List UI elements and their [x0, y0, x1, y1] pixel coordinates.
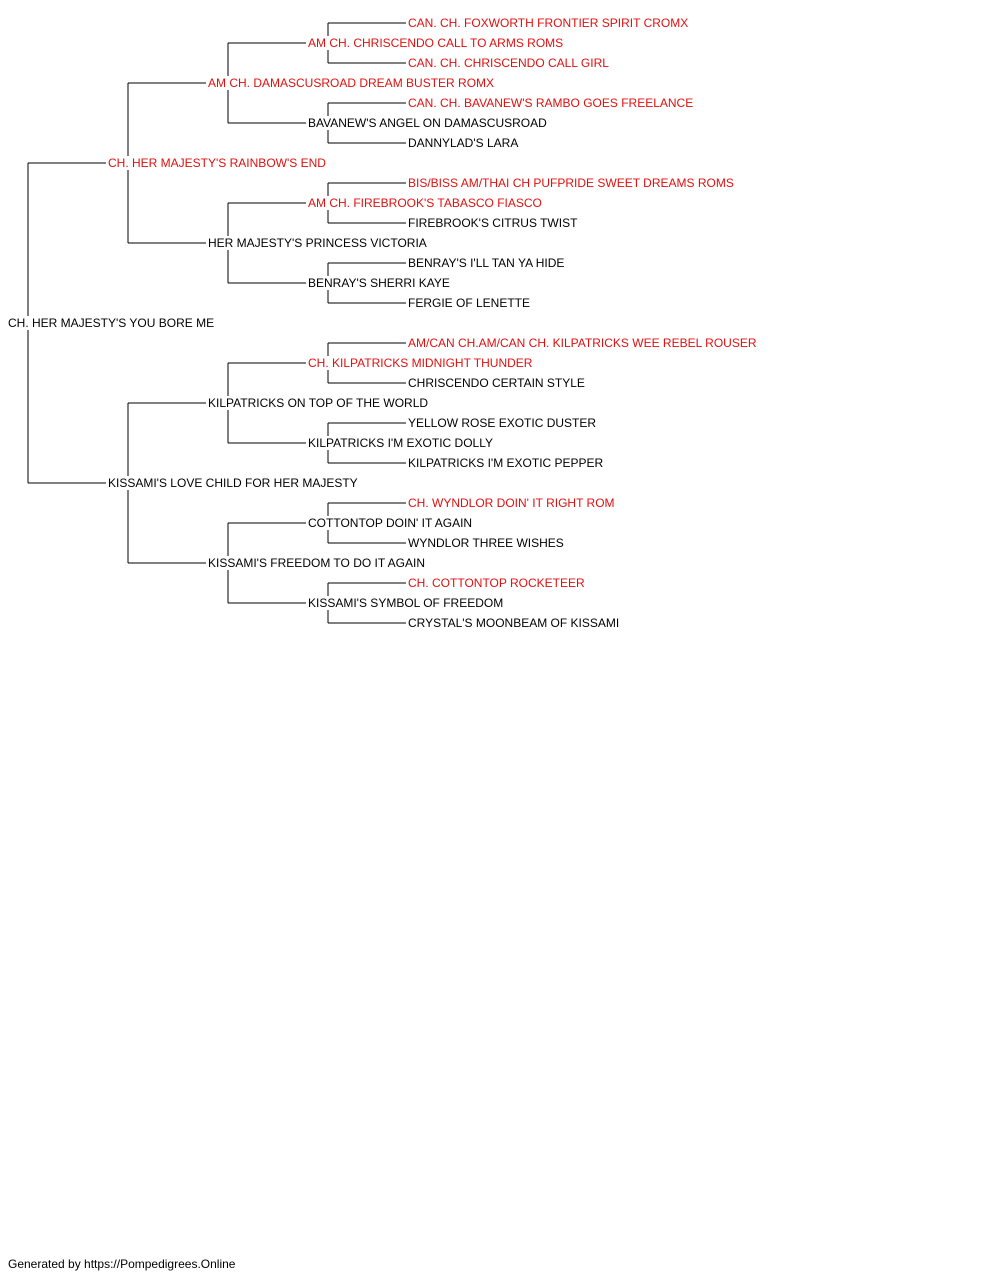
ancestor-name[interactable]: WYNDLOR THREE WISHES — [408, 536, 566, 550]
ancestor-name[interactable]: BAVANEW'S ANGEL ON DAMASCUSROAD — [308, 116, 549, 130]
ancestor-name[interactable]: FIREBROOK'S CITRUS TWIST — [408, 216, 580, 230]
ancestor-name[interactable]: CAN. CH. CHRISCENDO CALL GIRL — [408, 56, 611, 70]
ancestor-name[interactable]: AM CH. FIREBROOK'S TABASCO FIASCO — [308, 196, 544, 210]
ancestor-name[interactable]: CH. WYNDLOR DOIN' IT RIGHT ROM — [408, 496, 617, 510]
ancestor-name[interactable]: KILPATRICKS I'M EXOTIC PEPPER — [408, 456, 606, 470]
ancestor-name[interactable]: CH. HER MAJESTY'S RAINBOW'S END — [108, 156, 328, 170]
ancestor-name[interactable]: CH. KILPATRICKS MIDNIGHT THUNDER — [308, 356, 535, 370]
ancestor-name[interactable]: AM CH. CHRISCENDO CALL TO ARMS ROMS — [308, 36, 566, 50]
ancestor-name[interactable]: CAN. CH. BAVANEW'S RAMBO GOES FREELANCE — [408, 96, 696, 110]
ancestor-name[interactable]: BENRAY'S SHERRI KAYE — [308, 276, 452, 290]
ancestor-name[interactable]: KILPATRICKS I'M EXOTIC DOLLY — [308, 436, 495, 450]
ancestor-name[interactable]: CAN. CH. FOXWORTH FRONTIER SPIRIT CROMX — [408, 16, 691, 30]
footer-credit: Generated by https://Pompedigrees.Online — [8, 1257, 236, 1271]
subject-dog-name[interactable]: CH. HER MAJESTY'S YOU BORE ME — [8, 316, 217, 330]
ancestor-name[interactable]: KISSAMI'S FREEDOM TO DO IT AGAIN — [208, 556, 428, 570]
ancestor-name[interactable]: CH. COTTONTOP ROCKETEER — [408, 576, 587, 590]
ancestor-name[interactable]: BENRAY'S I'LL TAN YA HIDE — [408, 256, 567, 270]
ancestor-name[interactable]: YELLOW ROSE EXOTIC DUSTER — [408, 416, 599, 430]
ancestor-name[interactable]: CRYSTAL'S MOONBEAM OF KISSAMI — [408, 616, 622, 630]
ancestor-name[interactable]: CHRISCENDO CERTAIN STYLE — [408, 376, 587, 390]
ancestor-name[interactable]: KISSAMI'S SYMBOL OF FREEDOM — [308, 596, 506, 610]
ancestor-name[interactable]: FERGIE OF LENETTE — [408, 296, 533, 310]
ancestor-name[interactable]: COTTONTOP DOIN' IT AGAIN — [308, 516, 475, 530]
ancestor-name[interactable]: BIS/BISS AM/THAI CH PUFPRIDE SWEET DREAM… — [408, 176, 736, 190]
ancestor-name[interactable]: DANNYLAD'S LARA — [408, 136, 521, 150]
ancestor-name[interactable]: KISSAMI'S LOVE CHILD FOR HER MAJESTY — [108, 476, 360, 490]
ancestor-name[interactable]: HER MAJESTY'S PRINCESS VICTORIA — [208, 236, 429, 250]
ancestor-name[interactable]: AM CH. DAMASCUSROAD DREAM BUSTER ROMX — [208, 76, 497, 90]
ancestor-name[interactable]: KILPATRICKS ON TOP OF THE WORLD — [208, 396, 431, 410]
ancestor-name[interactable]: AM/CAN CH.AM/CAN CH. KILPATRICKS WEE REB… — [408, 336, 759, 350]
